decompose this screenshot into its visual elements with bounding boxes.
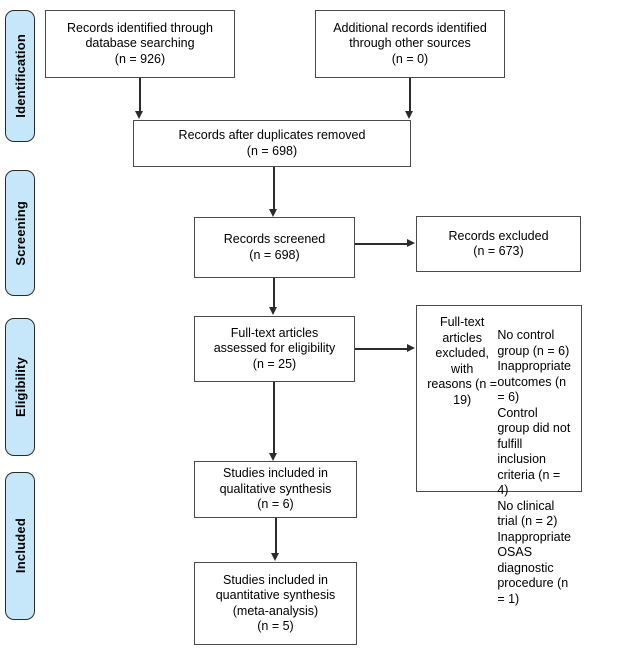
- arrowhead-database-to-dedup: [135, 111, 143, 119]
- stage-tab-identification-label: Identification: [12, 34, 28, 118]
- node-fulltext-assessed-text: Full-text articles assessed for eligibil…: [213, 325, 336, 371]
- fulltext-excluded-heading: Full-text articles excluded, with reason…: [427, 315, 498, 407]
- node-records-identified-other-text: Additional records identified through ot…: [333, 20, 487, 66]
- arrowhead-screened-to-excluded: [407, 239, 415, 247]
- connector-other-to-dedup: [409, 78, 411, 112]
- connector-database-to-dedup: [139, 78, 141, 112]
- connector-dedup-to-screened: [273, 167, 275, 210]
- node-studies-qualitative-text: Studies included in qualitative synthesi…: [219, 466, 332, 512]
- arrowhead-qualitative-to-quantitative: [271, 553, 279, 561]
- node-records-identified-database-text: Records identified through database sear…: [67, 20, 213, 66]
- arrowhead-other-to-dedup: [405, 111, 413, 119]
- stage-tab-identification[interactable]: Identification: [5, 10, 35, 142]
- connector-screened-to-fulltext: [273, 278, 275, 308]
- node-records-screened-text: Records screened (n = 698): [223, 232, 326, 262]
- node-fulltext-excluded-reasons: Full-text articles excluded, with reason…: [416, 305, 582, 606]
- node-studies-quantitative-text: Studies included in quantitative synthes…: [215, 572, 336, 634]
- connector-fulltext-to-excluded: [355, 348, 408, 350]
- arrowhead-fulltext-to-qualitative: [269, 453, 277, 461]
- node-records-screened: Records screened (n = 698): [194, 217, 355, 278]
- node-records-excluded-text: Records excluded (n = 673): [448, 228, 549, 259]
- fulltext-excluded-reasons-list: No control group (n = 6) Inappropriate o…: [497, 328, 571, 606]
- arrowhead-screened-to-fulltext: [269, 307, 277, 315]
- node-records-after-duplicates-text: Records after duplicates removed (n = 69…: [178, 128, 366, 158]
- node-records-excluded: Records excluded (n = 673): [416, 216, 581, 272]
- stage-tab-screening-label: Screening: [12, 200, 28, 266]
- node-records-after-duplicates: Records after duplicates removed (n = 69…: [133, 120, 411, 167]
- connector-qualitative-to-quantitative: [275, 518, 277, 554]
- arrowhead-fulltext-to-excluded: [407, 344, 415, 352]
- arrowhead-dedup-to-screened: [269, 209, 277, 217]
- node-studies-qualitative: Studies included in qualitative synthesi…: [194, 461, 357, 518]
- connector-screened-to-excluded: [355, 243, 408, 245]
- stage-tab-eligibility[interactable]: Eligibility: [5, 318, 35, 456]
- stage-tab-included-label: Included: [12, 518, 28, 574]
- stage-tab-eligibility-label: Eligibility: [12, 357, 28, 417]
- node-studies-quantitative: Studies included in quantitative synthes…: [194, 562, 357, 645]
- stage-tab-included[interactable]: Included: [5, 472, 35, 620]
- stage-tab-screening[interactable]: Screening: [5, 170, 35, 296]
- node-records-identified-other: Additional records identified through ot…: [315, 10, 505, 78]
- connector-fulltext-to-qualitative: [273, 382, 275, 454]
- node-records-identified-database: Records identified through database sear…: [45, 10, 235, 78]
- node-fulltext-assessed: Full-text articles assessed for eligibil…: [194, 316, 355, 382]
